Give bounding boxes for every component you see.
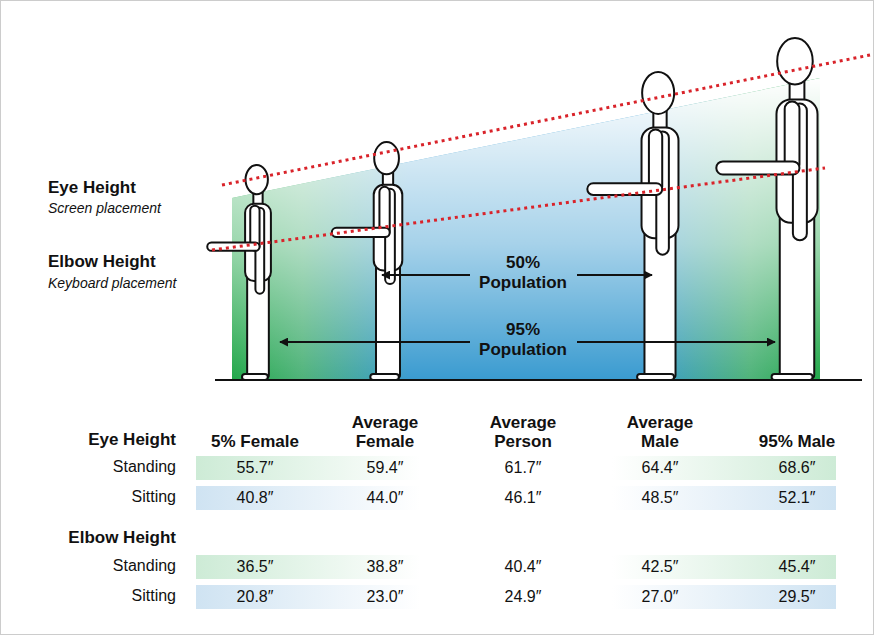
range-arrow [382, 274, 470, 276]
text-label: 5% Female [207, 432, 303, 452]
table-value: 38.8″ [340, 558, 430, 576]
table-value: 61.7″ [478, 459, 568, 477]
text-label: Sitting [30, 488, 176, 506]
text-label: Average Male [612, 413, 708, 452]
table-value: 40.4″ [478, 558, 568, 576]
table-value: 36.5″ [210, 558, 300, 576]
table-value: 46.1″ [478, 489, 568, 507]
table-value: 55.7″ [210, 459, 300, 477]
table-value: 44.0″ [340, 489, 430, 507]
table-value: 20.8″ [210, 588, 300, 606]
table-value: 40.8″ [210, 489, 300, 507]
text-label: Eye Height [30, 430, 176, 450]
figure-part [374, 142, 399, 174]
range-arrow [280, 341, 470, 343]
note-label: Keyboard placement [48, 275, 208, 291]
table-value: 23.0″ [340, 588, 430, 606]
figure-part [716, 161, 799, 174]
eye-height-line [222, 55, 870, 185]
range-arrow [577, 274, 652, 276]
figure-part [642, 72, 674, 114]
table-value: 59.4″ [340, 459, 430, 477]
ground-line [215, 379, 862, 381]
text-label: Average Person [475, 413, 571, 452]
figure-part [587, 183, 662, 195]
table-value: 48.5″ [615, 489, 705, 507]
table-value: 27.0″ [615, 588, 705, 606]
text-label: 95% Population [473, 320, 573, 359]
table-value: 24.9″ [478, 588, 568, 606]
text-label: Sitting [30, 587, 176, 605]
text-label: Average Female [337, 413, 433, 452]
text-label: Eye Height [48, 178, 208, 198]
text-label: 50% Population [473, 253, 573, 292]
table-value: 42.5″ [615, 558, 705, 576]
table-value: 52.1″ [752, 489, 842, 507]
text-label: Standing [30, 458, 176, 476]
row-band [196, 585, 836, 609]
row-band [196, 456, 836, 480]
figure-part [332, 228, 390, 237]
row-band [196, 555, 836, 579]
table-value: 68.6″ [752, 459, 842, 477]
row-band [196, 486, 836, 510]
text-label: 95% Male [749, 432, 845, 452]
range-arrow [577, 341, 775, 343]
table-value: 64.4″ [615, 459, 705, 477]
figure-part [246, 165, 268, 194]
note-label: Screen placement [48, 200, 208, 216]
table-value: 45.4″ [752, 558, 842, 576]
table-value: 29.5″ [752, 588, 842, 606]
text-label: Elbow Height [30, 528, 176, 548]
text-label: Standing [30, 557, 176, 575]
elbow-height-line [212, 168, 825, 250]
figure-part [777, 38, 813, 85]
text-label: Elbow Height [48, 252, 208, 272]
